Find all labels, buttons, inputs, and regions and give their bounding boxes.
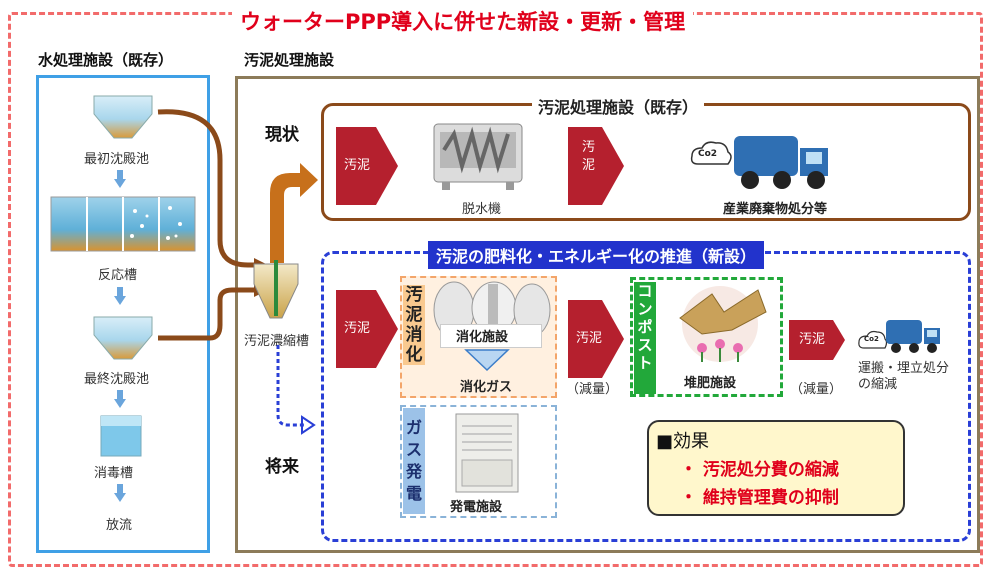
stage-label-5: 放流 [106, 518, 133, 533]
disinfection-tank-icon [100, 415, 142, 457]
future-label: 将来 [265, 457, 299, 477]
compost-area [630, 277, 783, 397]
compost-facility-label: 堆肥施設 [684, 376, 737, 391]
generator-icon [455, 413, 519, 493]
existing-chevron2-line2: 泥 [582, 158, 596, 173]
existing-sludge-box [321, 103, 971, 221]
mid-sludge-chevron-label: 汚泥 [576, 331, 603, 346]
digestion-vertical-label: 汚 泥 消 化 [403, 285, 425, 365]
digestion-facility-tag [440, 324, 542, 348]
digestion-tanks-icon [433, 281, 551, 339]
sludge-facility-heading: 汚泥処理施設 [244, 51, 335, 69]
effect-item-1: ・ 汚泥処分費の縮減 [680, 460, 839, 480]
out-sludge-chevron: 汚泥 [789, 320, 845, 360]
dewatering-machine-icon [433, 123, 523, 190]
new-heading: 汚泥の肥料化・エネルギー化の推進（新設） [428, 241, 765, 269]
down-arrow-icon [114, 287, 126, 305]
dewater-label: 脱水機 [462, 202, 502, 217]
water-facility-box [36, 75, 210, 553]
stage-label-2: 反応槽 [98, 268, 138, 283]
co2-small-label: Co2 [864, 335, 879, 343]
thickener-label: 汚泥濃縮槽 [244, 334, 310, 349]
digestion-facility-label: 消化施設 [456, 330, 509, 345]
stage-label-3: 最終沈殿池 [84, 372, 150, 387]
reaction-tank-icon [50, 196, 196, 252]
disposal-label: 産業廃棄物処分等 [723, 202, 828, 217]
power-facility-label: 発電施設 [450, 500, 503, 515]
compost-vertical-label: コ ン ポ ス ト [634, 282, 656, 394]
truck-icon [734, 136, 828, 189]
gas-arrow-icon [464, 349, 510, 372]
small-truck-icon [886, 320, 940, 353]
digestion-gas-label: 消化ガス [460, 380, 513, 395]
future-arrow-icon [276, 345, 316, 435]
existing-chevron2-line1: 汚 [582, 140, 596, 155]
co2-label: Co2 [698, 149, 718, 159]
page-title: ウォーターPPP導入に併せた新設・更新・管理 [232, 6, 694, 36]
thickener-icon [253, 260, 299, 319]
down-arrow-icon [114, 390, 126, 408]
primary-settling-tank-icon [93, 95, 153, 139]
out-sludge-chevron-label: 汚泥 [799, 332, 826, 347]
new-sludge-chevron: 汚泥 [336, 290, 398, 368]
sludge-facility-box [235, 76, 980, 553]
existing-sludge-chevron-2: 汚 泥 [568, 127, 624, 205]
co2-cloud-small-icon [858, 330, 888, 349]
effect-heading: ■効果 [656, 431, 710, 452]
stage-label-4: 消毒槽 [94, 466, 134, 481]
existing-sludge-chevron-label: 汚泥 [344, 158, 371, 173]
stage-label-1: 最初沈殿池 [84, 152, 150, 167]
current-arrow-icon [270, 163, 318, 263]
compost-icon [679, 286, 767, 362]
reduced-label-1: （減量） [566, 382, 619, 397]
transport-label-1: 運搬・埋立処分 [858, 361, 950, 376]
effect-box [647, 420, 905, 516]
gas-vertical-label: ガ ス 発 電 [403, 408, 425, 514]
transport-label-2: の縮減 [858, 377, 898, 392]
new-sludge-chevron-label: 汚泥 [344, 321, 371, 336]
final-settling-tank-icon [93, 316, 153, 360]
existing-heading: 汚泥処理施設（既存） [532, 94, 705, 118]
current-label: 現状 [265, 125, 299, 145]
down-arrow-icon [114, 170, 126, 188]
co2-cloud-icon [690, 141, 732, 165]
water-facility-heading: 水処理施設（既存） [38, 51, 174, 69]
effect-item-2: ・ 維持管理費の抑制 [680, 488, 839, 508]
mid-sludge-chevron: 汚泥 [568, 300, 624, 378]
existing-sludge-chevron: 汚泥 [336, 127, 398, 205]
reduced-label-2: （減量） [790, 382, 843, 397]
down-arrow-icon [114, 484, 126, 502]
